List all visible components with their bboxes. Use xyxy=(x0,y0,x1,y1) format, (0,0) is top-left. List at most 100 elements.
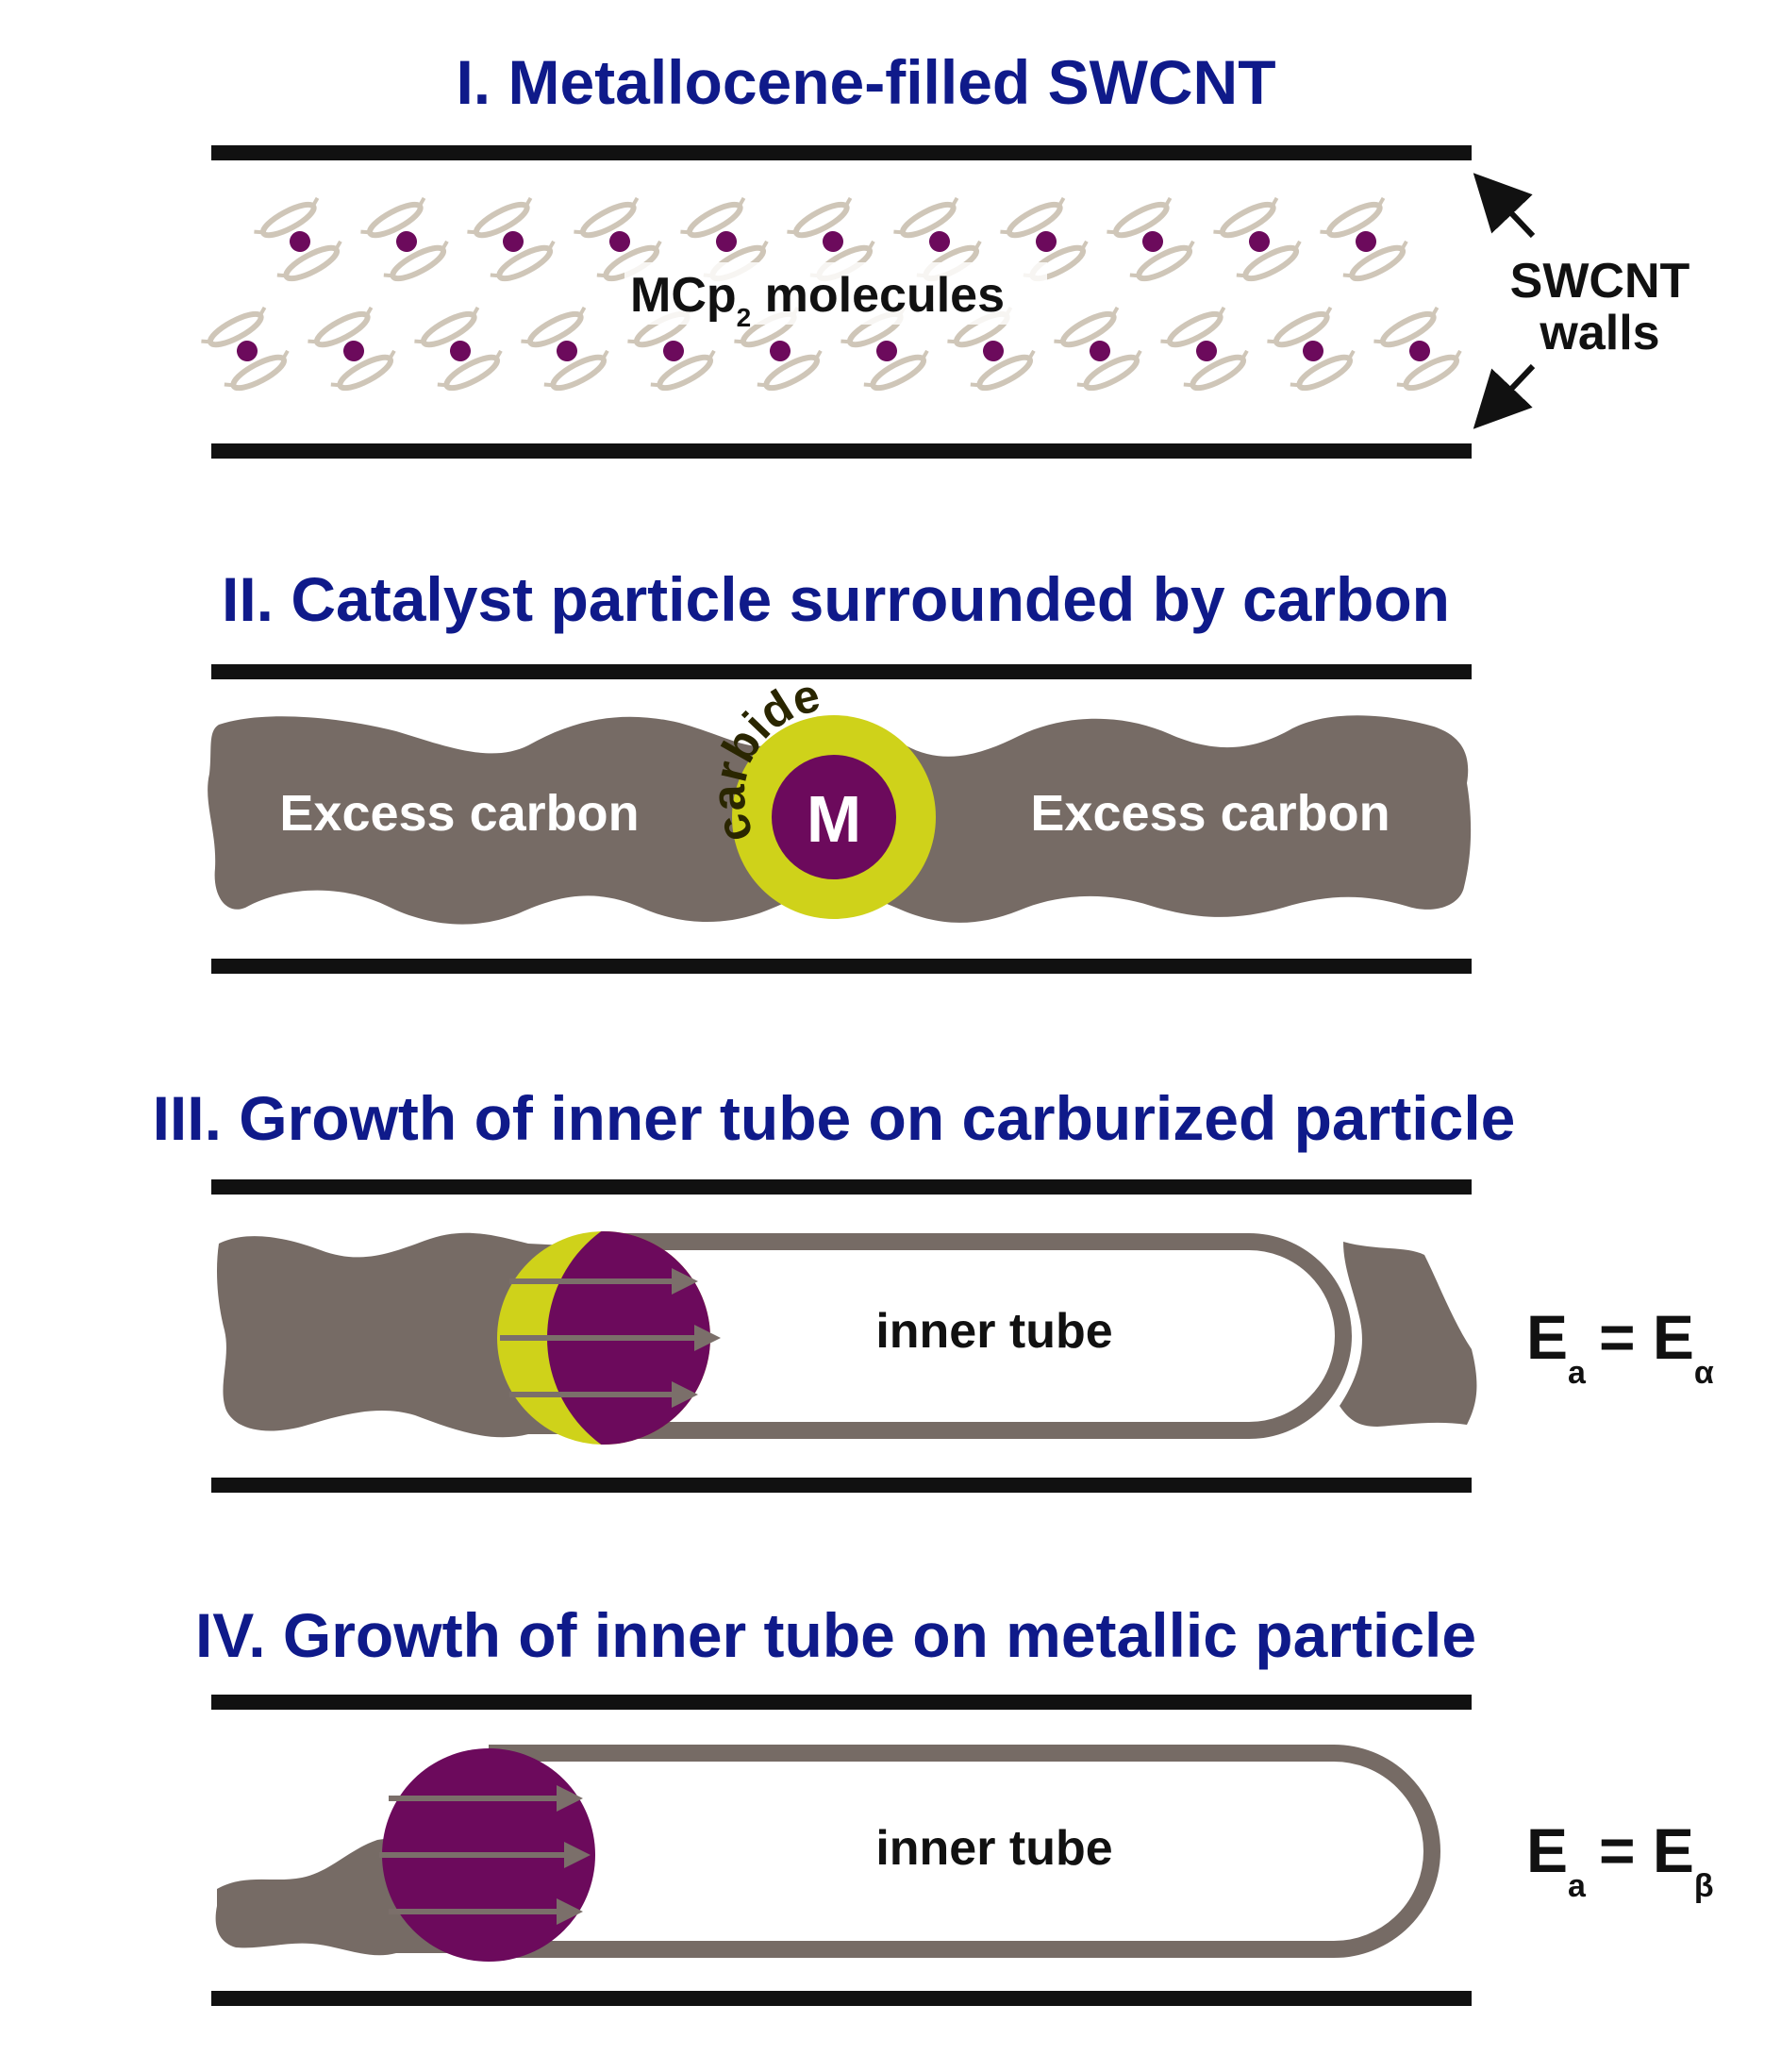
ch-bond xyxy=(863,382,875,388)
ch-bond xyxy=(1163,196,1173,209)
metal-atom xyxy=(1356,231,1376,252)
flux-arrowhead-icon xyxy=(564,1842,591,1868)
metal-atom xyxy=(609,231,630,252)
metal-atom xyxy=(237,341,258,361)
cp-ring xyxy=(1403,354,1460,392)
flux-arrowhead-icon xyxy=(694,1325,721,1351)
ch-bond xyxy=(973,240,982,252)
metal-atom xyxy=(770,341,791,361)
ch-bond xyxy=(813,349,823,361)
ch-bond xyxy=(308,339,319,344)
ch-bond xyxy=(574,229,585,235)
ch-bond xyxy=(224,382,236,388)
mcp2-molecule xyxy=(254,196,342,282)
mcp2-molecule xyxy=(521,306,609,392)
ch-bond xyxy=(1186,240,1195,252)
ch-bond xyxy=(1107,229,1118,235)
ch-bond xyxy=(734,339,745,344)
cp-ring xyxy=(1325,201,1383,239)
swcnt-wall-bottom xyxy=(211,959,1472,974)
section-4: IV. Growth of inner tube on metallic par… xyxy=(195,1600,1714,2006)
metal-atom xyxy=(1409,341,1430,361)
ch-bond xyxy=(1399,240,1408,252)
ch-bond xyxy=(383,273,395,278)
ch-bond xyxy=(1240,349,1249,361)
arrow-to-top-wall-icon xyxy=(1473,173,1536,239)
ch-bond xyxy=(310,196,320,209)
ch-bond xyxy=(1183,382,1195,388)
ch-bond xyxy=(841,339,852,344)
ch-bond xyxy=(653,240,662,252)
flux-arrowhead-icon xyxy=(672,1268,698,1295)
arrow-to-bottom-wall-icon xyxy=(1473,363,1536,429)
cp-ring xyxy=(1349,244,1406,282)
ch-bond xyxy=(843,196,853,209)
section-2-title: II. Catalyst particle surrounded by carb… xyxy=(222,564,1450,634)
cp-ring xyxy=(899,201,957,239)
cp-ring xyxy=(1296,354,1354,392)
flux-arrowhead-icon xyxy=(557,1898,583,1925)
cp-ring xyxy=(870,354,927,392)
ch-bond xyxy=(787,229,798,235)
molecules-label-backdrop xyxy=(624,262,1047,325)
metal-atom xyxy=(1196,341,1217,361)
ch-bond xyxy=(1079,240,1089,252)
activation-energy-equation: Ea= Eβ xyxy=(1526,1815,1714,1904)
cp-ring xyxy=(443,354,501,392)
cp-ring xyxy=(1242,244,1300,282)
excess-carbon-deposit xyxy=(217,1232,566,1438)
metal-atom xyxy=(1090,341,1110,361)
swcnt-wall-top xyxy=(211,145,1472,160)
ch-bond xyxy=(360,229,372,235)
ch-bond xyxy=(333,240,342,252)
mcp2-molecule xyxy=(467,196,556,282)
ch-bond xyxy=(1217,306,1226,318)
ch-bond xyxy=(330,382,342,388)
mcp2-molecule xyxy=(1107,196,1195,282)
ch-bond xyxy=(577,306,587,318)
cp-ring xyxy=(1379,310,1437,348)
cp-ring xyxy=(230,354,288,392)
ch-bond xyxy=(1213,229,1224,235)
ch-bond xyxy=(364,306,374,318)
swcnt-wall-bottom xyxy=(211,443,1472,459)
section-2: II. Catalyst particle surrounded by carb… xyxy=(208,564,1472,974)
ch-bond xyxy=(521,339,532,344)
ch-bond xyxy=(254,229,265,235)
mcp2-molecule xyxy=(1320,196,1408,282)
swcnt-walls-label-line2: walls xyxy=(1539,306,1659,360)
ch-bond xyxy=(467,229,478,235)
cp-ring xyxy=(337,354,394,392)
ch-bond xyxy=(546,240,556,252)
ch-bond xyxy=(437,382,449,388)
cp-ring xyxy=(763,354,821,392)
mcp2-molecule xyxy=(1054,306,1142,392)
metal-atom xyxy=(343,341,364,361)
ch-bond xyxy=(1396,382,1408,388)
ch-bond xyxy=(970,382,982,388)
ch-bond xyxy=(1133,349,1142,361)
ch-bond xyxy=(1057,196,1066,209)
ch-bond xyxy=(920,349,929,361)
ch-bond xyxy=(630,196,640,209)
cp-ring xyxy=(579,201,637,239)
mcp2-molecule xyxy=(414,306,503,392)
ch-bond xyxy=(1129,273,1141,278)
metal-particle xyxy=(772,755,896,879)
ch-bond xyxy=(1373,339,1385,344)
activation-energy-equation: Ea= Eα xyxy=(1526,1302,1714,1391)
metal-atom xyxy=(663,341,684,361)
swcnt-wall-top xyxy=(211,1695,1472,1710)
section-3: III. Growth of inner tube on carburized … xyxy=(153,1083,1714,1493)
cp-ring xyxy=(1112,201,1170,239)
cp-ring xyxy=(686,201,743,239)
cp-ring xyxy=(976,354,1034,392)
ch-bond xyxy=(543,382,556,388)
metal-atom xyxy=(1303,341,1323,361)
cp-ring xyxy=(1006,201,1063,239)
ch-bond xyxy=(1026,349,1036,361)
metal-atom xyxy=(396,231,417,252)
cp-ring xyxy=(1166,310,1223,348)
ch-bond xyxy=(1320,229,1331,235)
ch-bond xyxy=(276,273,289,278)
